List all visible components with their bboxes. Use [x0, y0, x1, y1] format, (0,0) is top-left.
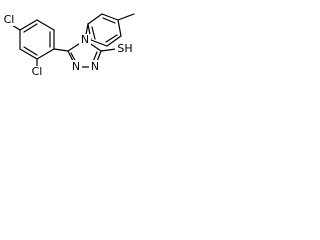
cl-top-label: Cl: [4, 13, 15, 26]
sh-label: SH: [117, 42, 132, 55]
tolyl-ring-bond: [106, 35, 122, 47]
n-bottom-right-label: N: [91, 60, 99, 73]
n-bottom-right-mask: [89, 60, 101, 72]
n-bottom-left-label: N: [72, 60, 80, 73]
tolyl-double-bond: [105, 34, 118, 43]
atom-labels: Cl Cl N N N SH: [1, 13, 135, 78]
tolyl-double-bond: [91, 26, 96, 40]
n-top-label: N: [81, 33, 89, 46]
sh-mask: [115, 43, 135, 55]
aryl-triazole-bond: [53, 48, 69, 52]
methyl-bond: [117, 13, 135, 21]
cl-top-mask: [1, 14, 17, 26]
ring-double-bond: [23, 23, 38, 33]
ring-double-bond: [23, 46, 38, 56]
cl-bottom-mask: [29, 66, 45, 78]
n-top-mask: [79, 34, 91, 46]
n-bottom-left-mask: [70, 60, 82, 72]
ring-bond: [36, 19, 55, 31]
tolyl-ring-bond: [101, 13, 119, 21]
tolyl-ring-bond: [90, 39, 108, 47]
tolyl-ring: [84, 13, 135, 47]
dichlorophenyl-ring: [11, 19, 55, 67]
tolyl-double-bond: [102, 17, 116, 24]
ring-bond: [19, 48, 38, 60]
tolyl-ring-bond: [87, 13, 103, 25]
molecule-svg: Cl Cl N N N SH: [1, 13, 135, 78]
cl-bottom-label: Cl: [32, 65, 43, 78]
chemical-structure-diagram: Cl Cl N N N SH: [0, 0, 146, 99]
thiol-bond: [100, 48, 117, 52]
ring-bond: [19, 19, 38, 31]
tolyl-ring-bond: [117, 19, 122, 37]
ring-bond: [36, 48, 55, 60]
